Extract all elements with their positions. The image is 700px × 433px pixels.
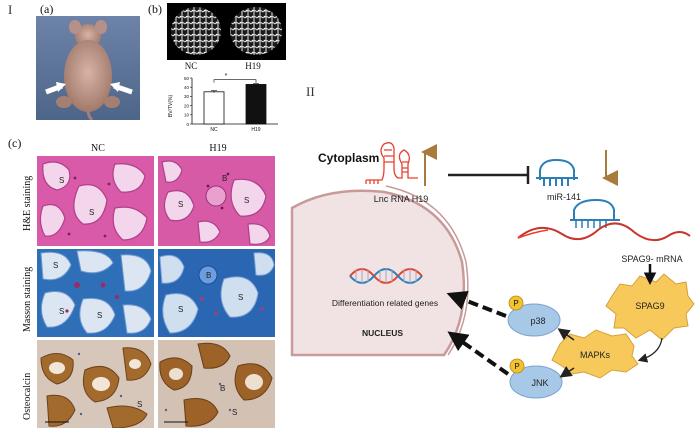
significance-mark: * — [225, 73, 228, 80]
cytoplasm-label: Cytoplasm — [318, 151, 379, 165]
p38-phospho-label: P — [513, 299, 518, 308]
mark-b: B — [222, 174, 228, 183]
mapks-to-p38-arrow — [557, 328, 575, 341]
mir-141-structure — [536, 158, 578, 186]
jnk-to-genes-arrow — [447, 331, 510, 376]
jnk-kinase — [509, 365, 563, 399]
x-tick-label: NC — [210, 127, 218, 133]
x-tick-label: H19 — [251, 127, 260, 133]
mark-s: S — [89, 208, 95, 217]
osteocalcin-nc-image: S — [37, 340, 154, 429]
y-tick-label: 40 — [184, 85, 190, 90]
spag9-mrna-label: SPAG9- mRNA — [621, 254, 682, 264]
lnc-rna-h19-label: Lnc RNA H19 — [374, 194, 429, 204]
lnc-rna-h19-structure — [365, 142, 418, 184]
osteocalcin-h19-image: B S — [158, 340, 275, 428]
jnk-label: JNK — [531, 378, 548, 388]
p38-to-genes-arrow — [446, 290, 507, 318]
p38-phospho-circle — [508, 295, 524, 311]
histology-col-h19: H19 — [209, 143, 227, 154]
mark-s: S — [137, 400, 143, 409]
microct-images — [167, 3, 286, 60]
subpanel-c-label: (c) — [8, 136, 22, 150]
y-tick-label: 50 — [184, 76, 190, 81]
mark-s: S — [178, 305, 184, 314]
microct-h19-label: H19 — [245, 61, 261, 71]
subpanel-b-label: (b) — [148, 2, 162, 16]
he-h19-image: B S S — [158, 156, 275, 246]
p38-label: p38 — [530, 316, 545, 326]
dna-helix-icon — [349, 268, 423, 284]
jnk-phospho-label: P — [514, 362, 519, 371]
mark-s: S — [238, 293, 244, 302]
panel-II-label: II — [306, 84, 315, 99]
microct-nc-label: NC — [184, 61, 198, 71]
panel-I-label: I — [8, 2, 13, 17]
mark-s: S — [97, 311, 103, 320]
mark-s: S — [232, 408, 238, 417]
mark-b: B — [206, 271, 212, 280]
mark-b: B — [220, 384, 226, 393]
y-tick-label: 0 — [186, 122, 189, 127]
histology-col-nc: NC — [91, 143, 105, 154]
mapks-to-jnk-arrow — [559, 366, 575, 378]
spag9-label: SPAG9 — [635, 301, 664, 311]
mark-s: S — [178, 200, 184, 209]
mark-s: S — [59, 176, 65, 185]
mouse-photo — [36, 16, 140, 122]
mark-s: S — [59, 307, 65, 316]
mark-s: S — [244, 196, 250, 205]
y-tick-label: 10 — [184, 113, 190, 118]
p38-kinase — [507, 303, 561, 337]
y-tick-label: 30 — [184, 94, 190, 99]
nucleus-label: NUCLEUS — [362, 328, 403, 338]
spag9-to-mapks-arrow — [637, 337, 663, 363]
jnk-phospho-circle — [509, 358, 525, 374]
differentiation-genes-label: Differentiation related genes — [332, 298, 438, 308]
y-tick-label: 20 — [184, 103, 190, 108]
masson-nc-image: S S S — [37, 249, 154, 337]
subpanel-a-label: (a) — [40, 2, 54, 16]
y-axis-label: BV/TV(%) — [168, 95, 174, 118]
masson-h19-image: B S S — [158, 249, 275, 337]
he-nc-image: S S — [37, 156, 154, 246]
mark-s: S — [53, 261, 59, 270]
spag9-mrna-structure — [517, 198, 691, 242]
mapks-label: MAPKs — [580, 350, 611, 360]
mir-141-label: miR-141 — [547, 192, 581, 202]
significance-bracket — [213, 79, 257, 83]
